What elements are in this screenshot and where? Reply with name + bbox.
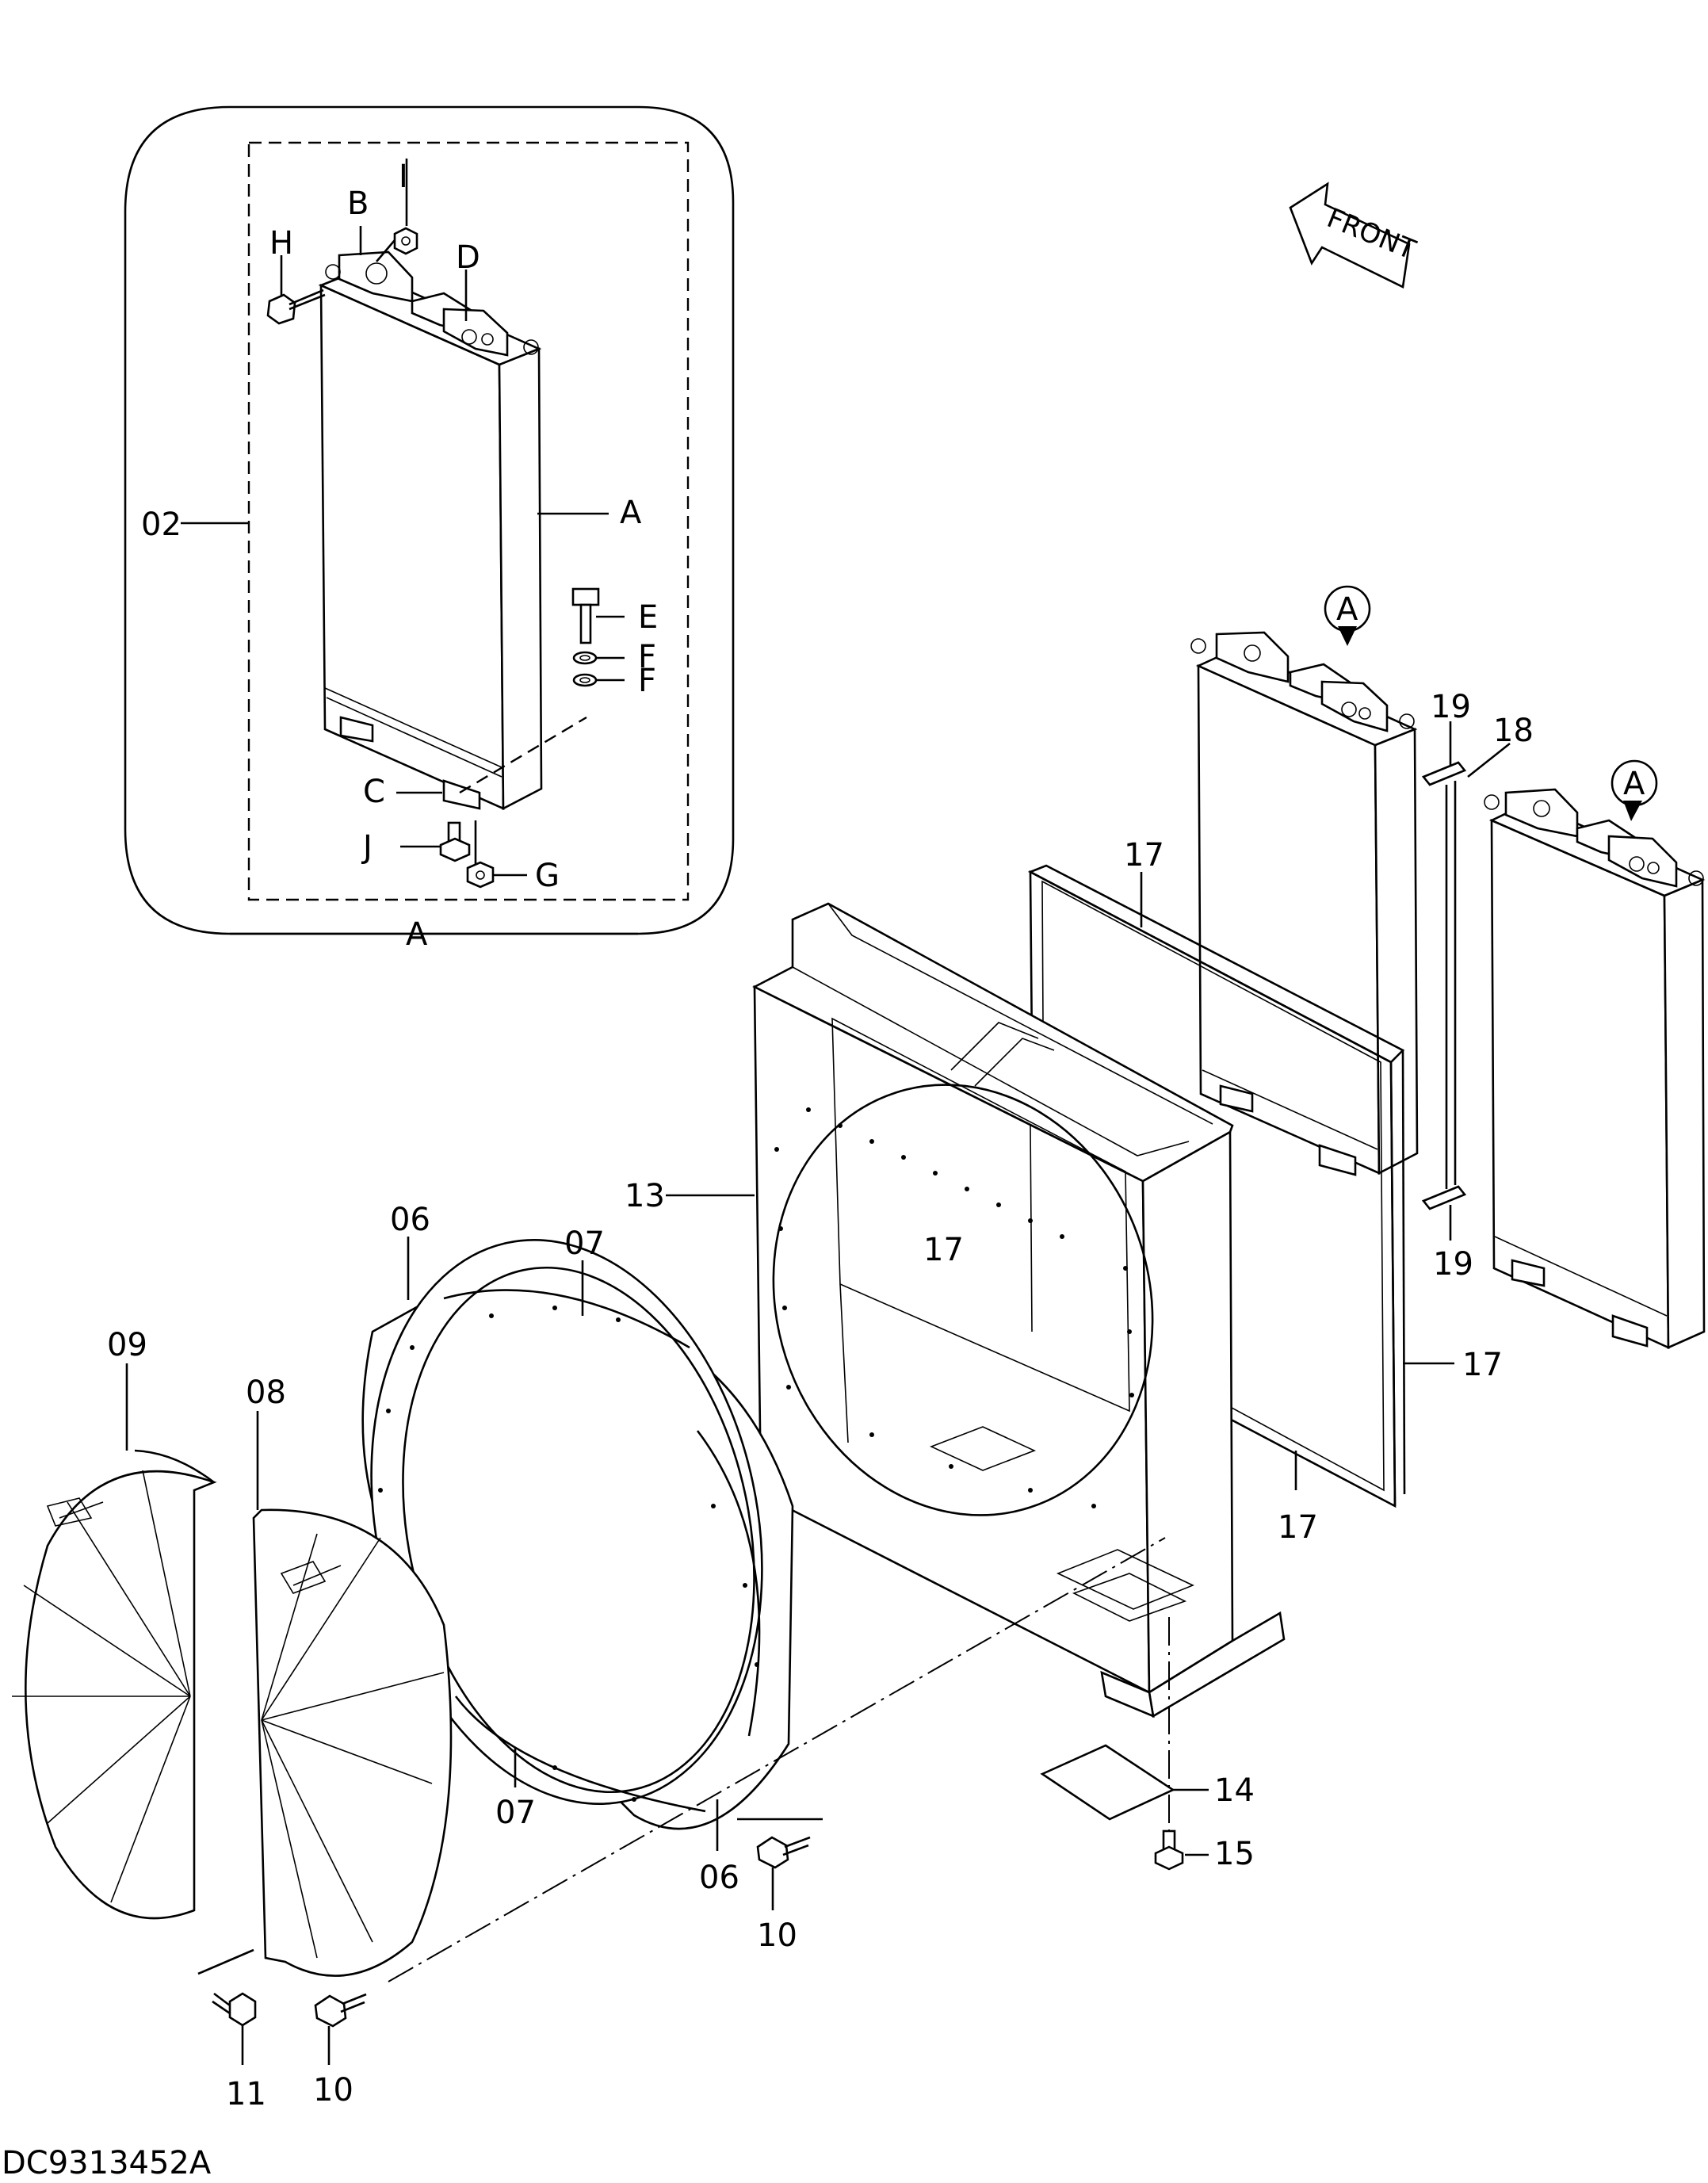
label-06-top: 06 <box>390 1202 430 1238</box>
label-07-bot: 07 <box>495 1795 536 1831</box>
label-19-top: 19 <box>1431 689 1471 725</box>
label-i: I <box>399 159 408 195</box>
fan-guard-09 <box>12 1363 217 1920</box>
label-17a: 17 <box>1124 837 1164 874</box>
label-f2: F <box>638 663 656 699</box>
label-08: 08 <box>246 1374 286 1411</box>
label-17c: 17 <box>1462 1347 1503 1383</box>
label-e: E <box>638 599 658 636</box>
label-15: 15 <box>1214 1836 1255 1872</box>
radiator-left: A <box>1190 585 1419 1176</box>
label-10-mid: 10 <box>757 1917 797 1954</box>
label-09: 09 <box>107 1327 147 1363</box>
seal-strips <box>1421 721 1511 1241</box>
guard-ring-06-07 <box>361 1237 794 1851</box>
label-c: C <box>363 774 385 810</box>
detail-radiator <box>318 250 587 811</box>
ref-a2-label: A <box>1623 766 1645 802</box>
fan-guard-08 <box>252 1411 453 1977</box>
front-arrow-icon: FRONT <box>1289 182 1420 289</box>
label-b: B <box>347 185 369 222</box>
label-g: G <box>535 858 560 894</box>
label-06-bot: 06 <box>699 1860 739 1896</box>
drawing-id: DC9313452A <box>2 2145 212 2181</box>
label-18: 18 <box>1493 713 1534 749</box>
label-17b: 17 <box>923 1232 964 1268</box>
label-d: D <box>456 239 480 276</box>
label-assembly-02: 02 <box>141 507 181 543</box>
callout-labels: 17 17 17 17 18 19 19 13 06 07 08 09 07 0… <box>107 689 1534 2112</box>
label-11: 11 <box>226 2076 266 2112</box>
label-detail-ref: A <box>406 916 428 953</box>
label-13: 13 <box>625 1178 665 1214</box>
label-f1: F <box>638 639 656 675</box>
shroud-13 <box>666 902 1286 1718</box>
label-j: J <box>361 829 373 866</box>
ref-a1-label: A <box>1336 591 1358 628</box>
label-17d: 17 <box>1278 1509 1318 1546</box>
bolts-10-11 <box>197 1537 1166 2065</box>
detail-hardware <box>181 159 638 935</box>
label-19-bot: 19 <box>1433 1246 1473 1283</box>
label-14: 14 <box>1214 1772 1255 1809</box>
label-a-side: A <box>620 495 642 531</box>
label-10-bot: 10 <box>313 2072 353 2108</box>
detail-labels: I B H D 02 A E F F C J G A <box>141 159 658 953</box>
label-07-top: 07 <box>564 1225 605 1262</box>
label-h: H <box>269 225 293 262</box>
radiator-right: A <box>1484 759 1706 1350</box>
cover-14 <box>1040 1617 1209 1871</box>
